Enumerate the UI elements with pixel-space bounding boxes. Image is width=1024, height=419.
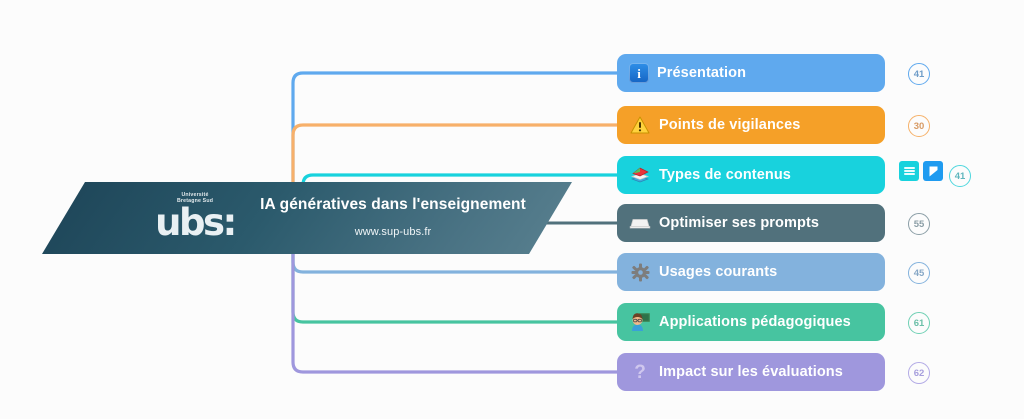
warning-triangle-icon bbox=[629, 114, 651, 136]
banner-text-block: IA génératives dans l'enseignement www.s… bbox=[228, 196, 558, 238]
node-label: Présentation bbox=[657, 65, 747, 81]
badge-count-applications-pedagogiques[interactable]: 61 bbox=[908, 312, 930, 334]
node-points-de-vigilances[interactable]: Points de vigilances bbox=[617, 106, 885, 144]
ubs-logo: Université Bretagne Sud ubs: bbox=[147, 192, 243, 246]
badge-count-impact-sur-les-evaluations[interactable]: 62 bbox=[908, 362, 930, 384]
central-banner[interactable]: Université Bretagne Sud ubs: IA générati… bbox=[42, 182, 572, 254]
logo-institution-line2: Bretagne Sud bbox=[176, 198, 214, 204]
node-label: Impact sur les évaluations bbox=[659, 364, 843, 380]
node-label: Points de vigilances bbox=[659, 117, 801, 133]
logo-wordmark: ubs: bbox=[155, 201, 237, 244]
central-subtitle: www.sup-ubs.fr bbox=[354, 226, 432, 238]
node-usages-courants[interactable]: Usages courants bbox=[617, 253, 885, 291]
badge-count-points-de-vigilances[interactable]: 30 bbox=[908, 115, 930, 137]
node-label: Applications pédagogiques bbox=[659, 314, 851, 330]
keyboard-icon bbox=[629, 212, 651, 234]
books-icon bbox=[629, 164, 651, 186]
node-impact-sur-les-evaluations[interactable]: ? Impact sur les évaluations bbox=[617, 353, 885, 391]
central-title: IA génératives dans l'enseignement bbox=[260, 196, 526, 213]
node-optimiser-ses-prompts[interactable]: Optimiser ses prompts bbox=[617, 204, 885, 242]
badge-count-usages-courants[interactable]: 45 bbox=[908, 262, 930, 284]
node-applications-pedagogiques[interactable]: Applications pédagogiques bbox=[617, 303, 885, 341]
logo-institution-line1: Université bbox=[181, 192, 209, 198]
node-label: Usages courants bbox=[659, 264, 778, 280]
flag-icon[interactable] bbox=[923, 161, 943, 181]
badge-count-presentation[interactable]: 41 bbox=[908, 63, 930, 85]
badge-count-types-de-contenus[interactable]: 41 bbox=[949, 165, 971, 187]
note-icon[interactable] bbox=[899, 161, 919, 181]
node-types-de-contenus[interactable]: Types de contenus bbox=[617, 156, 885, 194]
node-presentation[interactable]: i Présentation bbox=[617, 54, 885, 92]
question-mark-icon: ? bbox=[634, 361, 646, 383]
node-label: Optimiser ses prompts bbox=[659, 215, 820, 231]
teacher-icon bbox=[629, 311, 651, 333]
gear-icon bbox=[629, 261, 651, 283]
info-icon: i bbox=[629, 63, 649, 83]
badge-count-optimiser-ses-prompts[interactable]: 55 bbox=[908, 213, 930, 235]
node-label: Types de contenus bbox=[659, 167, 791, 183]
